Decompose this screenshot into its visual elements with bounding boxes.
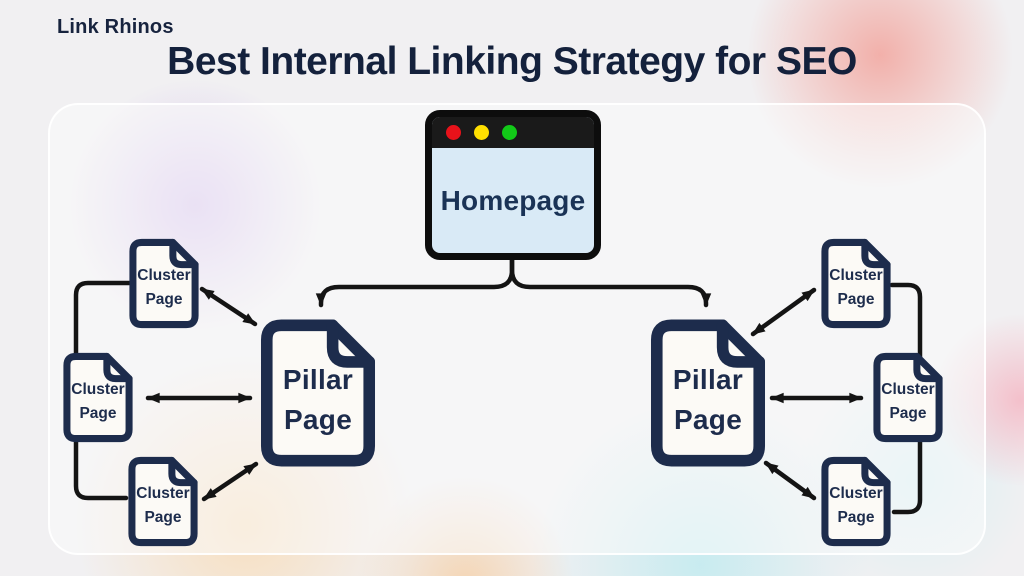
cluster-page-label: Cluster Page [136, 485, 190, 526]
cluster-page-node-right-middle: Cluster Page [871, 352, 945, 443]
cluster-page-node-left-top: Cluster Page [127, 238, 201, 329]
homepage-node: Homepage [425, 110, 601, 260]
homepage-label: Homepage [440, 184, 586, 216]
cluster-page-label: Cluster Page [829, 485, 883, 526]
cluster-page-label: Cluster Page [137, 267, 191, 308]
cluster-page-node-left-bottom: Cluster Page [126, 456, 200, 547]
pillar-page-label: Pillar Page [282, 363, 354, 435]
pillar-page-node-left: Pillar Page [257, 318, 379, 468]
green-traffic-light-icon [502, 125, 517, 140]
yellow-traffic-light-icon [474, 125, 489, 140]
brand-logo: Link Rhinos [57, 16, 174, 38]
red-traffic-light-icon [446, 125, 461, 140]
cluster-page-node-left-middle: Cluster Page [61, 352, 135, 443]
cluster-page-node-right-bottom: Cluster Page [819, 456, 893, 547]
pillar-page-node-right: Pillar Page [647, 318, 769, 468]
cluster-page-node-right-top: Cluster Page [819, 238, 893, 329]
browser-titlebar [432, 117, 594, 148]
pillar-page-label: Pillar Page [672, 363, 744, 435]
cluster-page-label: Cluster Page [881, 381, 935, 422]
cluster-page-label: Cluster Page [829, 267, 883, 308]
cluster-page-label: Cluster Page [71, 381, 125, 422]
page-title: Best Internal Linking Strategy for SEO [167, 40, 857, 83]
